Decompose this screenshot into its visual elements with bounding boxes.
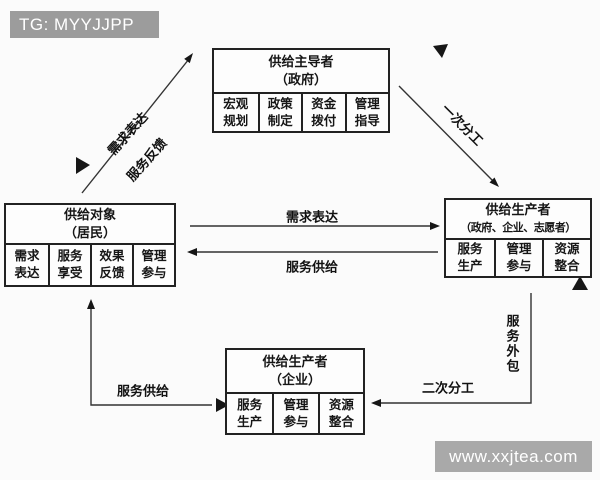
tg-watermark-badge: TG: MYYJJPP [10,11,159,38]
arrowhead-down-right-icon [489,177,499,187]
arrowhead-up-right-icon [184,53,193,64]
cell-effect-feedback: 效果 反馈 [90,245,132,285]
cell-macro-planning: 宏观 规划 [223,96,249,128]
arrowhead-right-icon [430,222,440,230]
cell-policy-making: 政策 制定 [257,94,302,131]
arrowhead-left-bottom-icon [371,399,381,407]
node-supply-object: 供给对象 （居民） 需求 表达 服务 享受 效果 反馈 管理 参与 [4,203,176,287]
cell-service-production: 服务 生产 [237,397,263,429]
node-supply-leader-title: 供给主导者 [268,54,334,69]
node-supply-producer-main-subtitle: （政府、企业、志愿者） [460,222,576,234]
arrowhead-up-icon [87,299,95,309]
arrow-line-first-division [398,85,495,183]
cell-demand-express: 需求 表达 [14,249,40,280]
site-watermark-badge: www.xxjtea.com [435,441,592,472]
edge-label-demand-express: 需求表达 [285,209,339,225]
cell-resource-integration: 资源 整合 [542,240,590,276]
arrow-line-service-supply-bottom [90,308,212,406]
node-supply-object-subtitle: （居民） [63,225,116,240]
stray-arrowhead-left-icon [76,157,90,174]
node-supply-object-cells: 需求 表达 服务 享受 效果 反馈 管理 参与 [6,245,174,285]
edge-label-service-supply-bottom: 服务供给 [116,383,170,399]
node-supply-producer-enterprise: 供给生产者 （企业） 服务 生产 管理 参与 资源 整合 [225,348,365,435]
stray-arrowhead-top-right-icon [433,44,448,58]
edge-label-service-outsourcing: 服务外包 [504,314,520,374]
node-supply-producer-enterprise-header: 供给生产者 （企业） [227,350,363,394]
arrow-line-service-outsourcing [379,293,532,404]
node-supply-producer-main-cells: 服务 生产 管理 参与 资源 整合 [446,240,590,276]
node-supply-producer-main: 供给生产者 （政府、企业、志愿者） 服务 生产 管理 参与 资源 整合 [444,198,592,278]
cell-management-participation: 管理 参与 [132,245,174,285]
node-supply-producer-enterprise-cells: 服务 生产 管理 参与 资源 整合 [227,394,363,433]
node-supply-producer-main-title: 供给生产者 [485,202,551,217]
arrowhead-into-enterprise-icon [216,398,229,412]
node-supply-producer-enterprise-title: 供给生产者 [262,354,328,369]
cell-management-participation: 管理 参与 [494,240,542,276]
node-supply-producer-enterprise-subtitle: （企业） [268,372,321,387]
cell-management-participation: 管理 参与 [272,394,317,433]
cell-service-enjoy: 服务 享受 [48,245,90,285]
arrowhead-left-mid-icon [187,248,197,256]
cell-management-guidance: 管理 指导 [344,94,389,131]
edge-label-second-division: 二次分工 [421,380,475,396]
node-supply-leader-subtitle: （政府） [274,72,327,87]
node-supply-leader-cells: 宏观 规划 政策 制定 资金 拨付 管理 指导 [214,94,388,131]
cell-resource-integration: 资源 整合 [317,394,363,433]
stray-arrowhead-up-icon [572,276,588,290]
node-supply-leader-header: 供给主导者 （政府） [214,50,388,94]
cell-fund-allocation: 资金 拨付 [301,94,345,131]
arrow-line-residents-to-government [81,58,190,194]
node-supply-object-header: 供给对象 （居民） [6,205,174,245]
node-supply-object-title: 供给对象 [63,207,116,222]
edge-label-service-supply-mid: 服务供给 [285,259,339,275]
cell-service-production: 服务 生产 [457,242,483,273]
node-supply-producer-main-header: 供给生产者 （政府、企业、志愿者） [446,200,590,240]
node-supply-leader: 供给主导者 （政府） 宏观 规划 政策 制定 资金 拨付 管理 指导 [212,48,390,133]
